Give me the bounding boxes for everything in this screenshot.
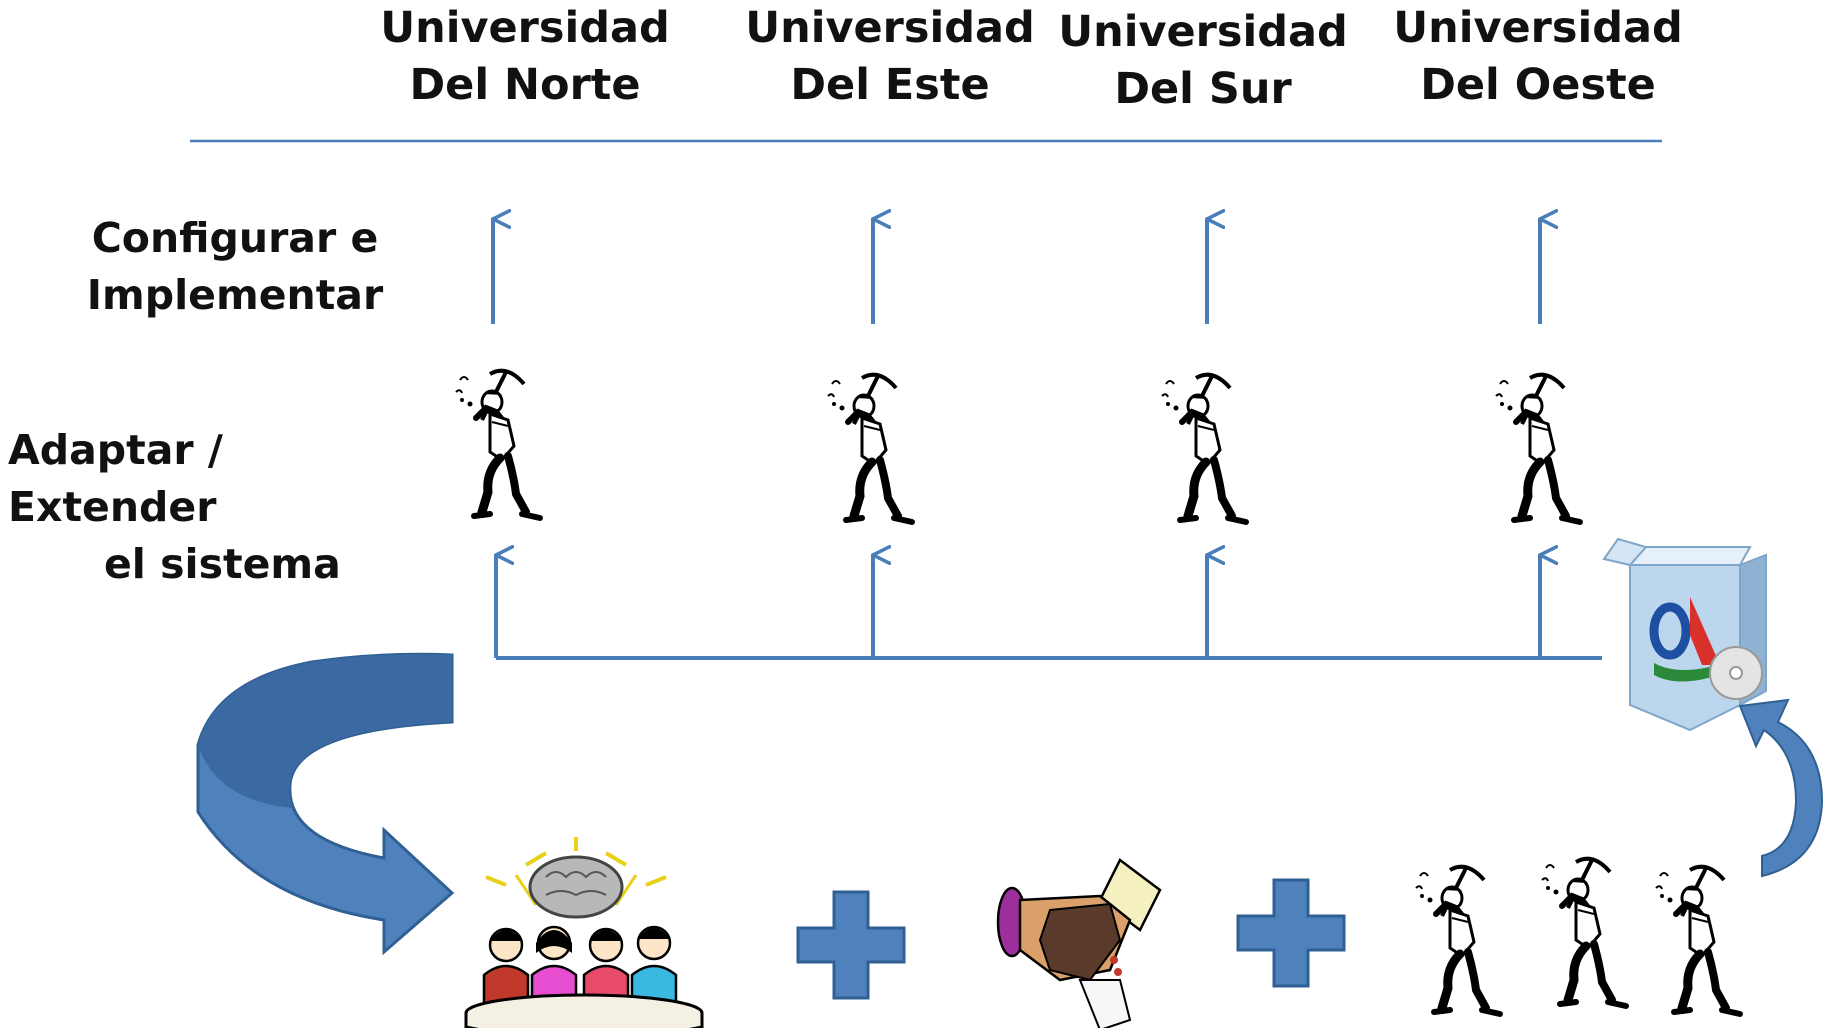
worker-pickaxe-icon xyxy=(1542,858,1626,1006)
worker-pickaxe-icon xyxy=(1162,374,1246,522)
stage-label-line2: el sistema xyxy=(104,540,341,588)
distribution-bus xyxy=(494,555,1602,660)
university-name-line2: Del Sur xyxy=(1114,64,1292,114)
university-header-norte: Universidad Del Norte xyxy=(380,0,670,114)
stage-label-configure: Configurar e Implementar xyxy=(85,210,385,324)
university-name-line2: Del Oeste xyxy=(1420,60,1656,110)
university-header-oeste: Universidad Del Oeste xyxy=(1393,0,1683,114)
university-name-line2: Del Este xyxy=(790,60,990,110)
worker-pickaxe-icon xyxy=(828,374,912,522)
software-box-icon xyxy=(1602,537,1767,732)
university-header-este: Universidad Del Este xyxy=(745,0,1035,114)
worker-pickaxe-icon xyxy=(1656,866,1740,1014)
university-header-sur: Universidad Del Sur xyxy=(1058,4,1348,118)
plus-icon xyxy=(1236,878,1346,988)
stage-label-line2: Implementar xyxy=(86,271,384,319)
university-name-line2: Del Norte xyxy=(409,60,641,110)
stage-label-line1: Adaptar / Extender xyxy=(8,426,223,531)
university-name-line1: Universidad xyxy=(1393,3,1683,53)
university-name-line1: Universidad xyxy=(745,3,1035,53)
feedback-curved-arrow xyxy=(196,652,455,956)
configure-arrows xyxy=(491,219,1540,324)
worker-pickaxe-icon xyxy=(1416,866,1500,1014)
worker-pickaxe-icon xyxy=(1496,374,1580,522)
stage-label-line1: Configurar e xyxy=(91,214,379,262)
stage-label-adapt: Adaptar / Extender el sistema xyxy=(8,422,404,593)
team-meeting-icon xyxy=(464,837,704,1028)
university-name-line1: Universidad xyxy=(1058,7,1348,57)
worker-pickaxe-icon xyxy=(456,370,540,518)
handshake-icon xyxy=(996,858,1162,1028)
university-name-line1: Universidad xyxy=(380,3,670,53)
return-curved-arrow xyxy=(1738,698,1824,878)
plus-icon xyxy=(796,890,906,1000)
